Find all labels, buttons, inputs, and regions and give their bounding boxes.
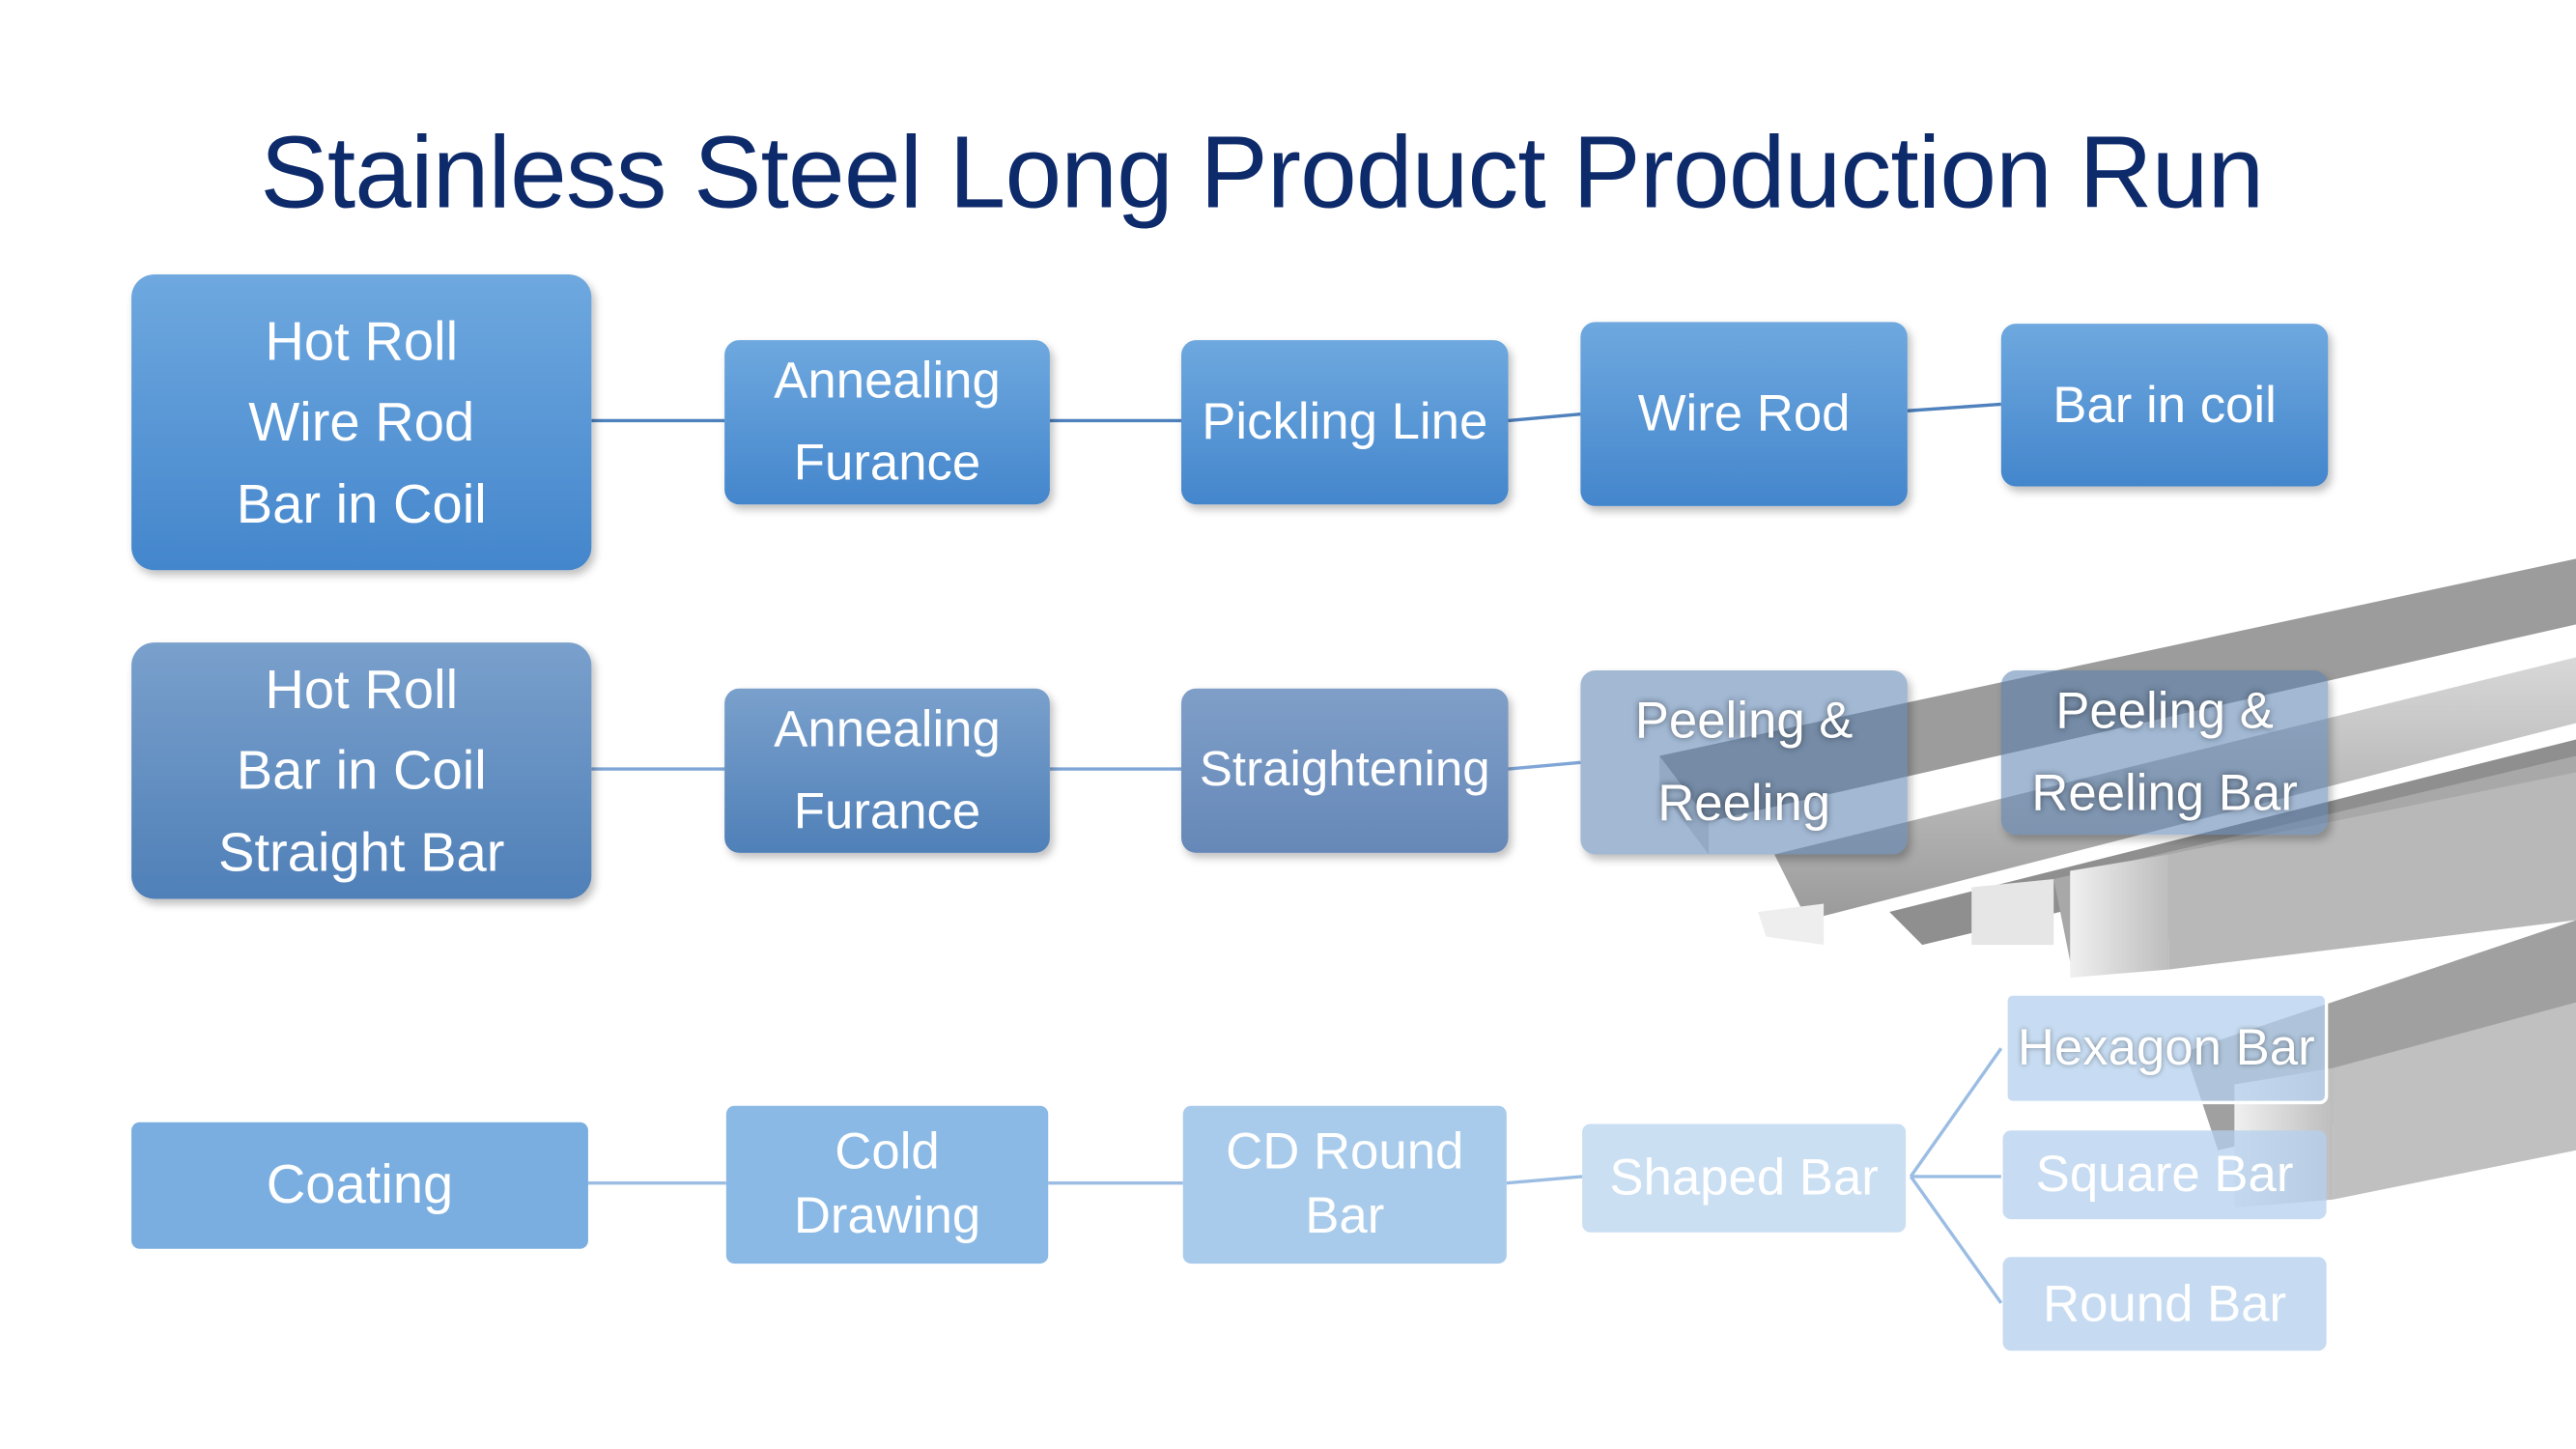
box-label: Coating bbox=[266, 1153, 454, 1215]
box-label: Hexagon Bar bbox=[2017, 1018, 2315, 1077]
peeling-reeling-box: Peeling & Reeling bbox=[1580, 670, 1908, 855]
box-label: Wire Rod bbox=[248, 391, 475, 453]
box-label: Reeling bbox=[1657, 774, 1831, 832]
page-title: Stainless Steel Long Product Production … bbox=[260, 116, 2264, 231]
box-label: Annealing bbox=[774, 700, 1001, 758]
connectors bbox=[587, 402, 2003, 1304]
box-label: Round Bar bbox=[2043, 1274, 2287, 1333]
cd-round-bar-box: CD Round Bar bbox=[1182, 1105, 1507, 1264]
box-label: Bar in Coil bbox=[236, 739, 487, 801]
pickling-line-box: Pickling Line bbox=[1181, 340, 1509, 505]
box-label: Straight Bar bbox=[218, 821, 505, 883]
box-label: Peeling & bbox=[1634, 692, 1854, 751]
annealing-furnace-box-1: Annealing Furance bbox=[724, 340, 1050, 505]
square-bar-box: Square Bar bbox=[2002, 1130, 2327, 1220]
annealing-furnace-box-2: Annealing Furance bbox=[724, 688, 1050, 853]
box-label: Bar bbox=[1305, 1186, 1385, 1244]
box-label: Drawing bbox=[793, 1186, 981, 1244]
hexagon-bar-box: Hexagon Bar bbox=[2004, 992, 2329, 1105]
box-label: Bar in Coil bbox=[236, 472, 487, 534]
hot-roll-wire-rod-box: Hot Roll Wire Rod Bar in Coil bbox=[131, 274, 592, 571]
straightening-box: Straightening bbox=[1181, 688, 1509, 853]
box-label: Wire Rod bbox=[1637, 384, 1851, 442]
box-label: Pickling Line bbox=[1202, 392, 1488, 451]
box-label: Peeling & bbox=[2055, 682, 2274, 741]
coating-box: Coating bbox=[131, 1122, 588, 1249]
bar-in-coil-box: Bar in coil bbox=[2000, 324, 2329, 487]
box-label: Cold bbox=[835, 1122, 940, 1180]
box-label: Reeling Bar bbox=[2031, 763, 2298, 822]
round-bar-box: Round Bar bbox=[2002, 1257, 2327, 1351]
box-label: CD Round bbox=[1226, 1122, 1464, 1180]
box-label: Furance bbox=[793, 434, 981, 492]
box-label: Hot Roll bbox=[265, 658, 459, 720]
box-label: Shaped Bar bbox=[1609, 1149, 1879, 1207]
box-label: Furance bbox=[793, 781, 981, 840]
box-label: Annealing bbox=[774, 352, 1001, 411]
shaped-bar-box: Shaped Bar bbox=[1582, 1123, 1907, 1233]
hot-roll-straight-bar-box: Hot Roll Bar in Coil Straight Bar bbox=[131, 642, 592, 899]
box-label: Straightening bbox=[1199, 742, 1490, 797]
box-label: Square Bar bbox=[2035, 1145, 2294, 1204]
box-label: Bar in coil bbox=[2052, 376, 2277, 434]
cold-drawing-box: Cold Drawing bbox=[725, 1105, 1049, 1264]
box-label: Hot Roll bbox=[265, 310, 459, 372]
wire-rod-box: Wire Rod bbox=[1580, 322, 1908, 506]
peeling-reeling-bar-box: Peeling & Reeling Bar bbox=[2000, 670, 2329, 836]
